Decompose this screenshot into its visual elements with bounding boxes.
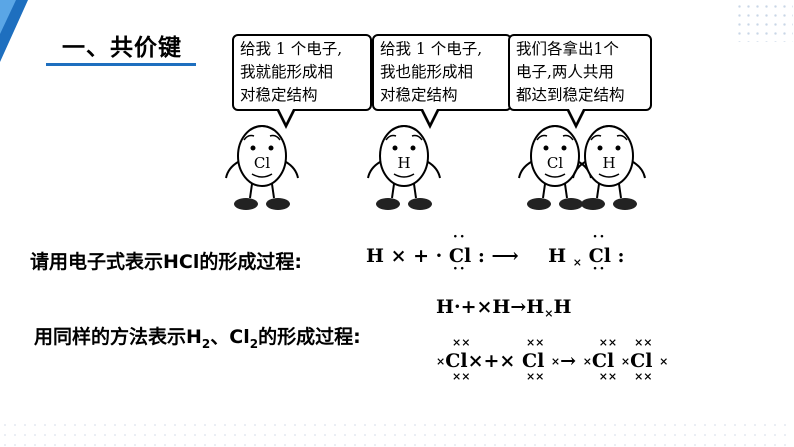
electron-cross: × [582, 355, 592, 368]
cl-symbol: Cl [588, 245, 611, 267]
title-underline [46, 63, 196, 66]
h2-cl2-prompt: 用同样的方法表示H2、Cl2的形成过程: [34, 322, 361, 351]
electron-pair-top: ×× [525, 336, 545, 349]
electron-dot: · [435, 245, 443, 267]
reaction-arrow: → [560, 350, 577, 372]
cl-symbol: Cl [448, 245, 472, 267]
electron-pair-bottom: ×× [525, 370, 545, 383]
electron-pair-top: ×× [452, 336, 471, 349]
shared-electron-cross: × [544, 307, 554, 320]
shared-electron-cross: × [620, 355, 631, 368]
prompt-text: 的形成过程: [258, 326, 361, 348]
h-symbol: H [553, 296, 572, 318]
hcl-electron-formula: H × + · Cl ·· ·· : ⟶ H × Cl ·· ·· : [366, 229, 625, 277]
atom-characters-illustration: Cl H Cl H [225, 125, 646, 211]
bubble-line: 给我 1 个电子, [380, 40, 483, 58]
electron-cross: × [659, 355, 669, 368]
h2-electron-formula: H·+×H→H×H [436, 296, 572, 320]
electron-pair-top: ×× [634, 336, 653, 349]
electron-cross: × [436, 355, 446, 368]
lone-pair-right: : [617, 245, 625, 267]
bubble-line: 给我 1 个电子, [240, 40, 343, 58]
h2-equation: H·+×H→H [436, 296, 545, 318]
cl-symbol: Cl [521, 350, 545, 372]
h-symbol: H [366, 245, 384, 267]
electron-cross: × [467, 350, 484, 372]
bubble-line: 电子,两人共用 [516, 63, 614, 81]
electron-pair-top: ×× [598, 336, 618, 349]
prompt-text: 、Cl [210, 326, 250, 348]
prompt-text: 用同样的方法表示H [34, 326, 202, 348]
dot-grid-footer [0, 420, 794, 447]
cl2-product: Cl ×× ×× × [630, 336, 669, 383]
bubble-tail-fill [568, 107, 584, 123]
cl-atom-crosses: Cl ×× ×× × [521, 336, 561, 383]
shared-electron-cross: × [572, 256, 582, 269]
plus-sign: + [483, 350, 500, 372]
bubble-tail-fill [422, 107, 438, 123]
cl-with-dots: Cl ·· ·· [448, 229, 472, 277]
corner-accent-light [0, 0, 16, 34]
dot-grid-decoration [735, 2, 793, 42]
electron-cross: × [499, 350, 516, 372]
cl-symbol: Cl [630, 350, 653, 372]
cl-atom-crosses: ×Cl ×× ×× [436, 336, 470, 383]
cl-symbol: Cl [591, 350, 615, 372]
lone-pair-bottom: ·· [592, 261, 607, 277]
h-symbol: H [548, 245, 567, 267]
electron-cross: × [390, 245, 407, 267]
cl-symbol: Cl [445, 350, 468, 372]
bubble-line: 对稳定结构 [380, 86, 458, 104]
lone-pair-top: ·· [592, 229, 607, 245]
bubble-line: 我也能形成相 [380, 63, 474, 81]
atom-symbol: Cl [254, 154, 270, 172]
lone-pair-top: ·· [452, 229, 467, 245]
speech-bubble-cl: 给我 1 个电子, 我就能形成相 对稳定结构 [232, 34, 372, 111]
electron-pair-bottom: ×× [452, 370, 471, 383]
speech-bubble-h: 给我 1 个电子, 我也能形成相 对稳定结构 [372, 34, 512, 111]
electron-cross: × [550, 355, 561, 368]
atom-symbol: Cl [547, 154, 563, 172]
atom-symbol: H [602, 154, 615, 172]
plus-sign: + [413, 245, 430, 267]
hcl-prompt: 请用电子式表示HCl的形成过程: [30, 251, 302, 273]
electron-pair-bottom: ×× [634, 370, 653, 383]
cl-with-dots: Cl ·· ·· [588, 229, 611, 277]
subscript: 2 [201, 336, 211, 351]
bubble-line: 我就能形成相 [240, 63, 334, 81]
bubble-tail-fill [278, 107, 294, 123]
cl2-electron-formula: ×Cl ×× ×× ×+× Cl ×× ×× × → ×Cl ×× ×× × C… [436, 336, 669, 383]
speech-bubble-shared: 我们各拿出1个 电子,两人共用 都达到稳定结构 [508, 34, 652, 111]
lone-pair-right: : [477, 245, 485, 267]
cl2-product: ×Cl ×× ×× × [582, 336, 631, 383]
bubble-line: 我们各拿出1个 [516, 40, 619, 58]
bubble-line: 对稳定结构 [240, 86, 318, 104]
section-title: 一、共价键 [62, 35, 182, 61]
electron-pair-bottom: ×× [598, 370, 618, 383]
bubble-line: 都达到稳定结构 [516, 86, 625, 104]
lone-pair-bottom: ·· [452, 261, 467, 277]
subscript: 2 [249, 336, 259, 351]
atom-symbol: H [397, 154, 410, 172]
reaction-arrow: ⟶ [491, 245, 519, 267]
